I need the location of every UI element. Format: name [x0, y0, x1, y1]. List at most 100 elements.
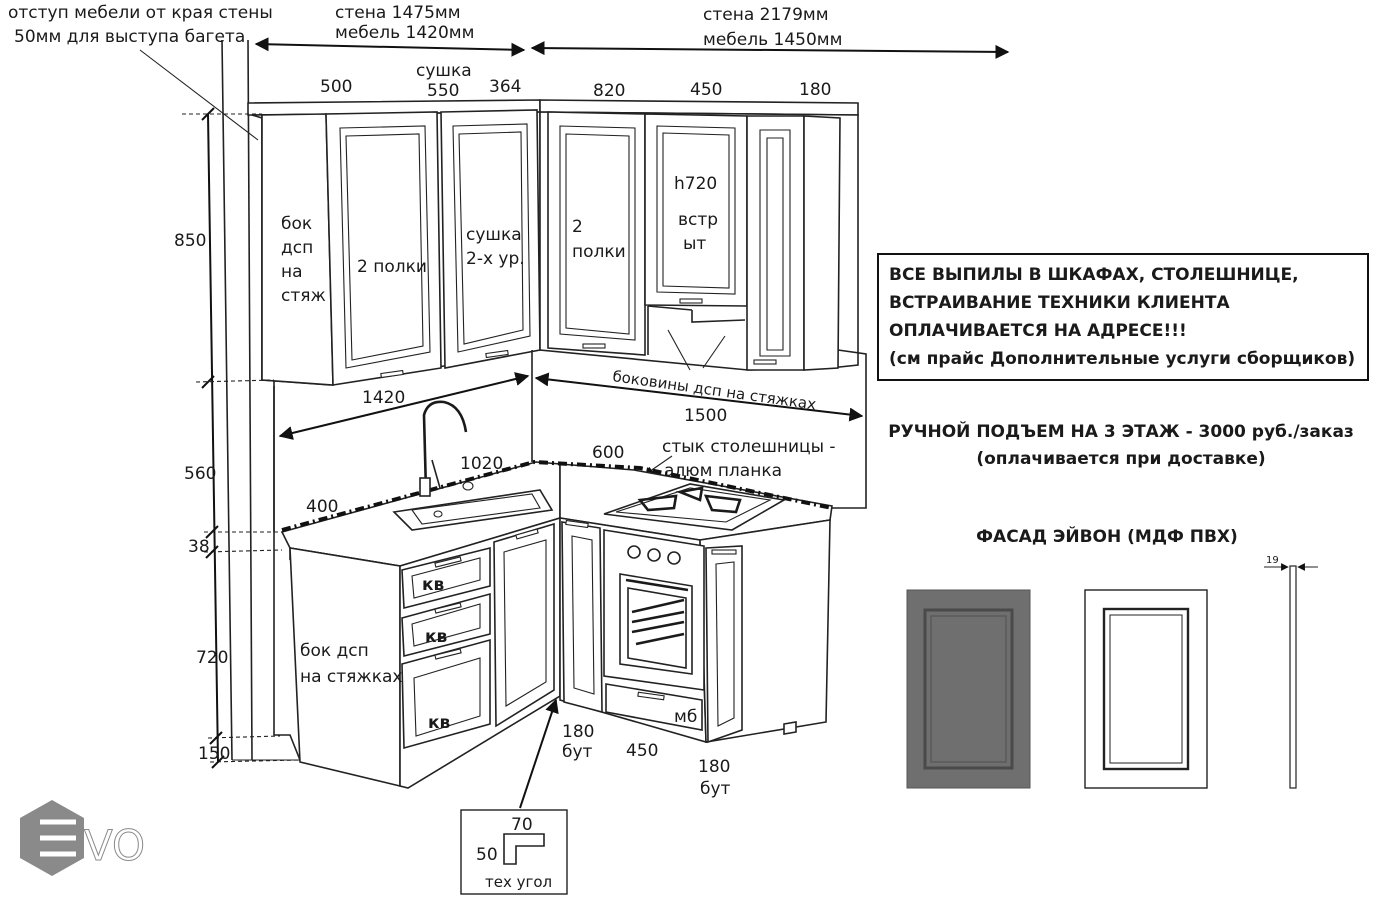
- facade-samples: ФАСАД ЭЙВОН (МДФ ПВХ) 19: [906, 525, 1318, 789]
- width-180-but-right-a: 180: [698, 757, 730, 777]
- bottom-drawer: [605, 683, 703, 731]
- indent-leader-line: [139, 49, 259, 141]
- height-720-top: h720: [674, 174, 717, 194]
- drawer-2: [401, 592, 491, 658]
- width-1500: 1500: [684, 406, 727, 426]
- top-dimensions: стена 1475мм мебель 1420мм стена 2179мм …: [254, 3, 1010, 101]
- height-150: 150: [198, 744, 230, 764]
- logo-text: VO: [84, 821, 145, 870]
- base-side-label-line2: на стяжках: [300, 667, 402, 687]
- height-560: 560: [184, 464, 216, 484]
- notice-line4: (см прайс Дополнительные услуги сборщико…: [889, 349, 1355, 369]
- sushka-top-label: сушка: [416, 61, 472, 81]
- width-600: 600: [592, 443, 624, 463]
- dim-line-1420: [278, 372, 530, 440]
- lift-note: РУЧНОЙ ПОДЪЕМ НА 3 ЭТАЖ - 3000 руб./зака…: [888, 420, 1354, 469]
- width-180-top: 180: [799, 80, 831, 100]
- indent-note: отступ мебели от края стены 50мм для выс…: [8, 3, 273, 141]
- notice-line3: ОПЛАЧИВАЕТСЯ НА АДРЕСЕ!!!: [889, 321, 1187, 341]
- cabinet-leg: [783, 721, 797, 735]
- oven-rack: [631, 598, 685, 646]
- left-dimensions: 850 560 38 720 150: [174, 107, 301, 769]
- drawer-3: [401, 638, 491, 750]
- width-450-bottom: 450: [626, 741, 658, 761]
- drawer-3-label: кв: [428, 713, 451, 733]
- facade-sample-colored: [906, 589, 1031, 789]
- facade-thickness: 19: [1266, 555, 1279, 566]
- width-550: 550: [427, 81, 459, 101]
- drawer-1: [401, 546, 491, 610]
- notice-box: ВСЕ ВЫПИЛЫ В ШКАФАХ, СТОЛЕШНИЦЕ, ВСТРАИВ…: [877, 253, 1369, 381]
- dryer-label-line2: 2-х ур.: [466, 249, 525, 269]
- height-38: 38: [188, 537, 210, 557]
- dim-line-left-wall: [254, 37, 526, 57]
- joint-leader-line: [645, 455, 673, 475]
- height-720: 720: [196, 648, 228, 668]
- joint-label-line1: стык столешницы -: [662, 437, 836, 457]
- drawer-2-label: кв: [425, 627, 448, 647]
- width-450-top: 450: [690, 80, 722, 100]
- dryer-label-line1: сушка: [466, 225, 522, 245]
- sink-faucet: [422, 400, 468, 493]
- base-cabinets-right: мб 180 бут 450 180 бут: [559, 517, 831, 799]
- indent-note-line1: отступ мебели от края стены: [8, 3, 273, 23]
- lift-payment-line: (оплачивается при доставке): [976, 449, 1265, 469]
- notice-line2: ВСТРАИВАНИЕ ТЕХНИКИ КЛИЕНТА: [889, 293, 1230, 313]
- base-side-label-line1: бок дсп: [300, 641, 369, 661]
- corner-width-70: 70: [511, 815, 533, 835]
- side-panels-leader-2: [702, 335, 726, 369]
- facade-sample-outline: [1084, 589, 1208, 789]
- base-door-180-left: [561, 521, 603, 714]
- upper-right-side-panel: [803, 115, 841, 371]
- width-820: 820: [593, 81, 625, 101]
- wall-left-length: стена 1475мм: [335, 3, 461, 23]
- width-400: 400: [306, 497, 338, 517]
- backsplash: [273, 349, 867, 532]
- base-cabinets-left: кв кв кв бок дсп на стяжках: [289, 516, 561, 789]
- notice-line1: ВСЕ ВЫПИЛЫ В ШКАФАХ, СТОЛЕШНИЦЕ,: [889, 265, 1299, 285]
- logo: VO: [20, 800, 146, 876]
- dim-line-right-wall: [530, 41, 1010, 59]
- burner-grids: [637, 486, 742, 514]
- tech-corner-label: тех угол: [485, 873, 552, 891]
- shelves-left-label: 2 полки: [357, 257, 427, 277]
- width-180-but-right-b: бут: [700, 779, 731, 799]
- builtin-label-line2: ыт: [683, 234, 706, 254]
- sink-bowl: [392, 489, 554, 531]
- width-180-but-left-a: 180: [562, 722, 594, 742]
- side-panels-leader-1: [667, 329, 691, 371]
- width-500: 500: [320, 77, 352, 97]
- shelves-right-line1: 2: [572, 217, 583, 237]
- side-label-line1: бок: [281, 214, 312, 234]
- oven-knob: [627, 545, 641, 559]
- facade-profile-edge: [1289, 565, 1297, 789]
- shelves-right-line2: полки: [572, 242, 626, 262]
- niche-below-450: [647, 305, 746, 355]
- height-850: 850: [174, 231, 206, 251]
- joint-label-line2: алюм планка: [664, 461, 782, 481]
- tech-corner-callout: 70 50 тех угол: [460, 698, 568, 895]
- tech-corner-box: [460, 809, 568, 895]
- corner-profile-shape: [503, 833, 545, 865]
- countertop: [280, 400, 833, 572]
- width-1020: 1020: [460, 454, 503, 474]
- lift-price-line: РУЧНОЙ ПОДЪЕМ НА 3 ЭТАЖ - 3000 руб./зака…: [888, 420, 1354, 442]
- furniture-right-length: мебель 1450мм: [703, 30, 842, 50]
- width-364: 364: [489, 77, 521, 97]
- side-label-line2: дсп: [281, 238, 313, 258]
- tech-corner-leader: [519, 698, 559, 809]
- drawer-1-label: кв: [422, 575, 445, 595]
- indent-note-line2: 50мм для выступа багета: [14, 27, 245, 47]
- wall-right-length: стена 2179мм: [703, 5, 829, 25]
- width-180-but-left-b: бут: [562, 742, 593, 762]
- base-door-180-right: [705, 545, 743, 744]
- width-1420: 1420: [362, 388, 405, 408]
- bottom-drawer-label: мб: [674, 707, 697, 727]
- dim-line-1500: [534, 372, 864, 422]
- furniture-left-length: мебель 1420мм: [335, 23, 474, 43]
- builtin-label-line1: встр: [678, 210, 718, 230]
- facade-title: ФАСАД ЭЙВОН (МДФ ПВХ): [976, 525, 1238, 547]
- side-label-line3: на: [281, 262, 303, 282]
- upper-cabinets: бок дсп на стяж 2 полки сушка 2-х ур. 2 …: [247, 99, 859, 386]
